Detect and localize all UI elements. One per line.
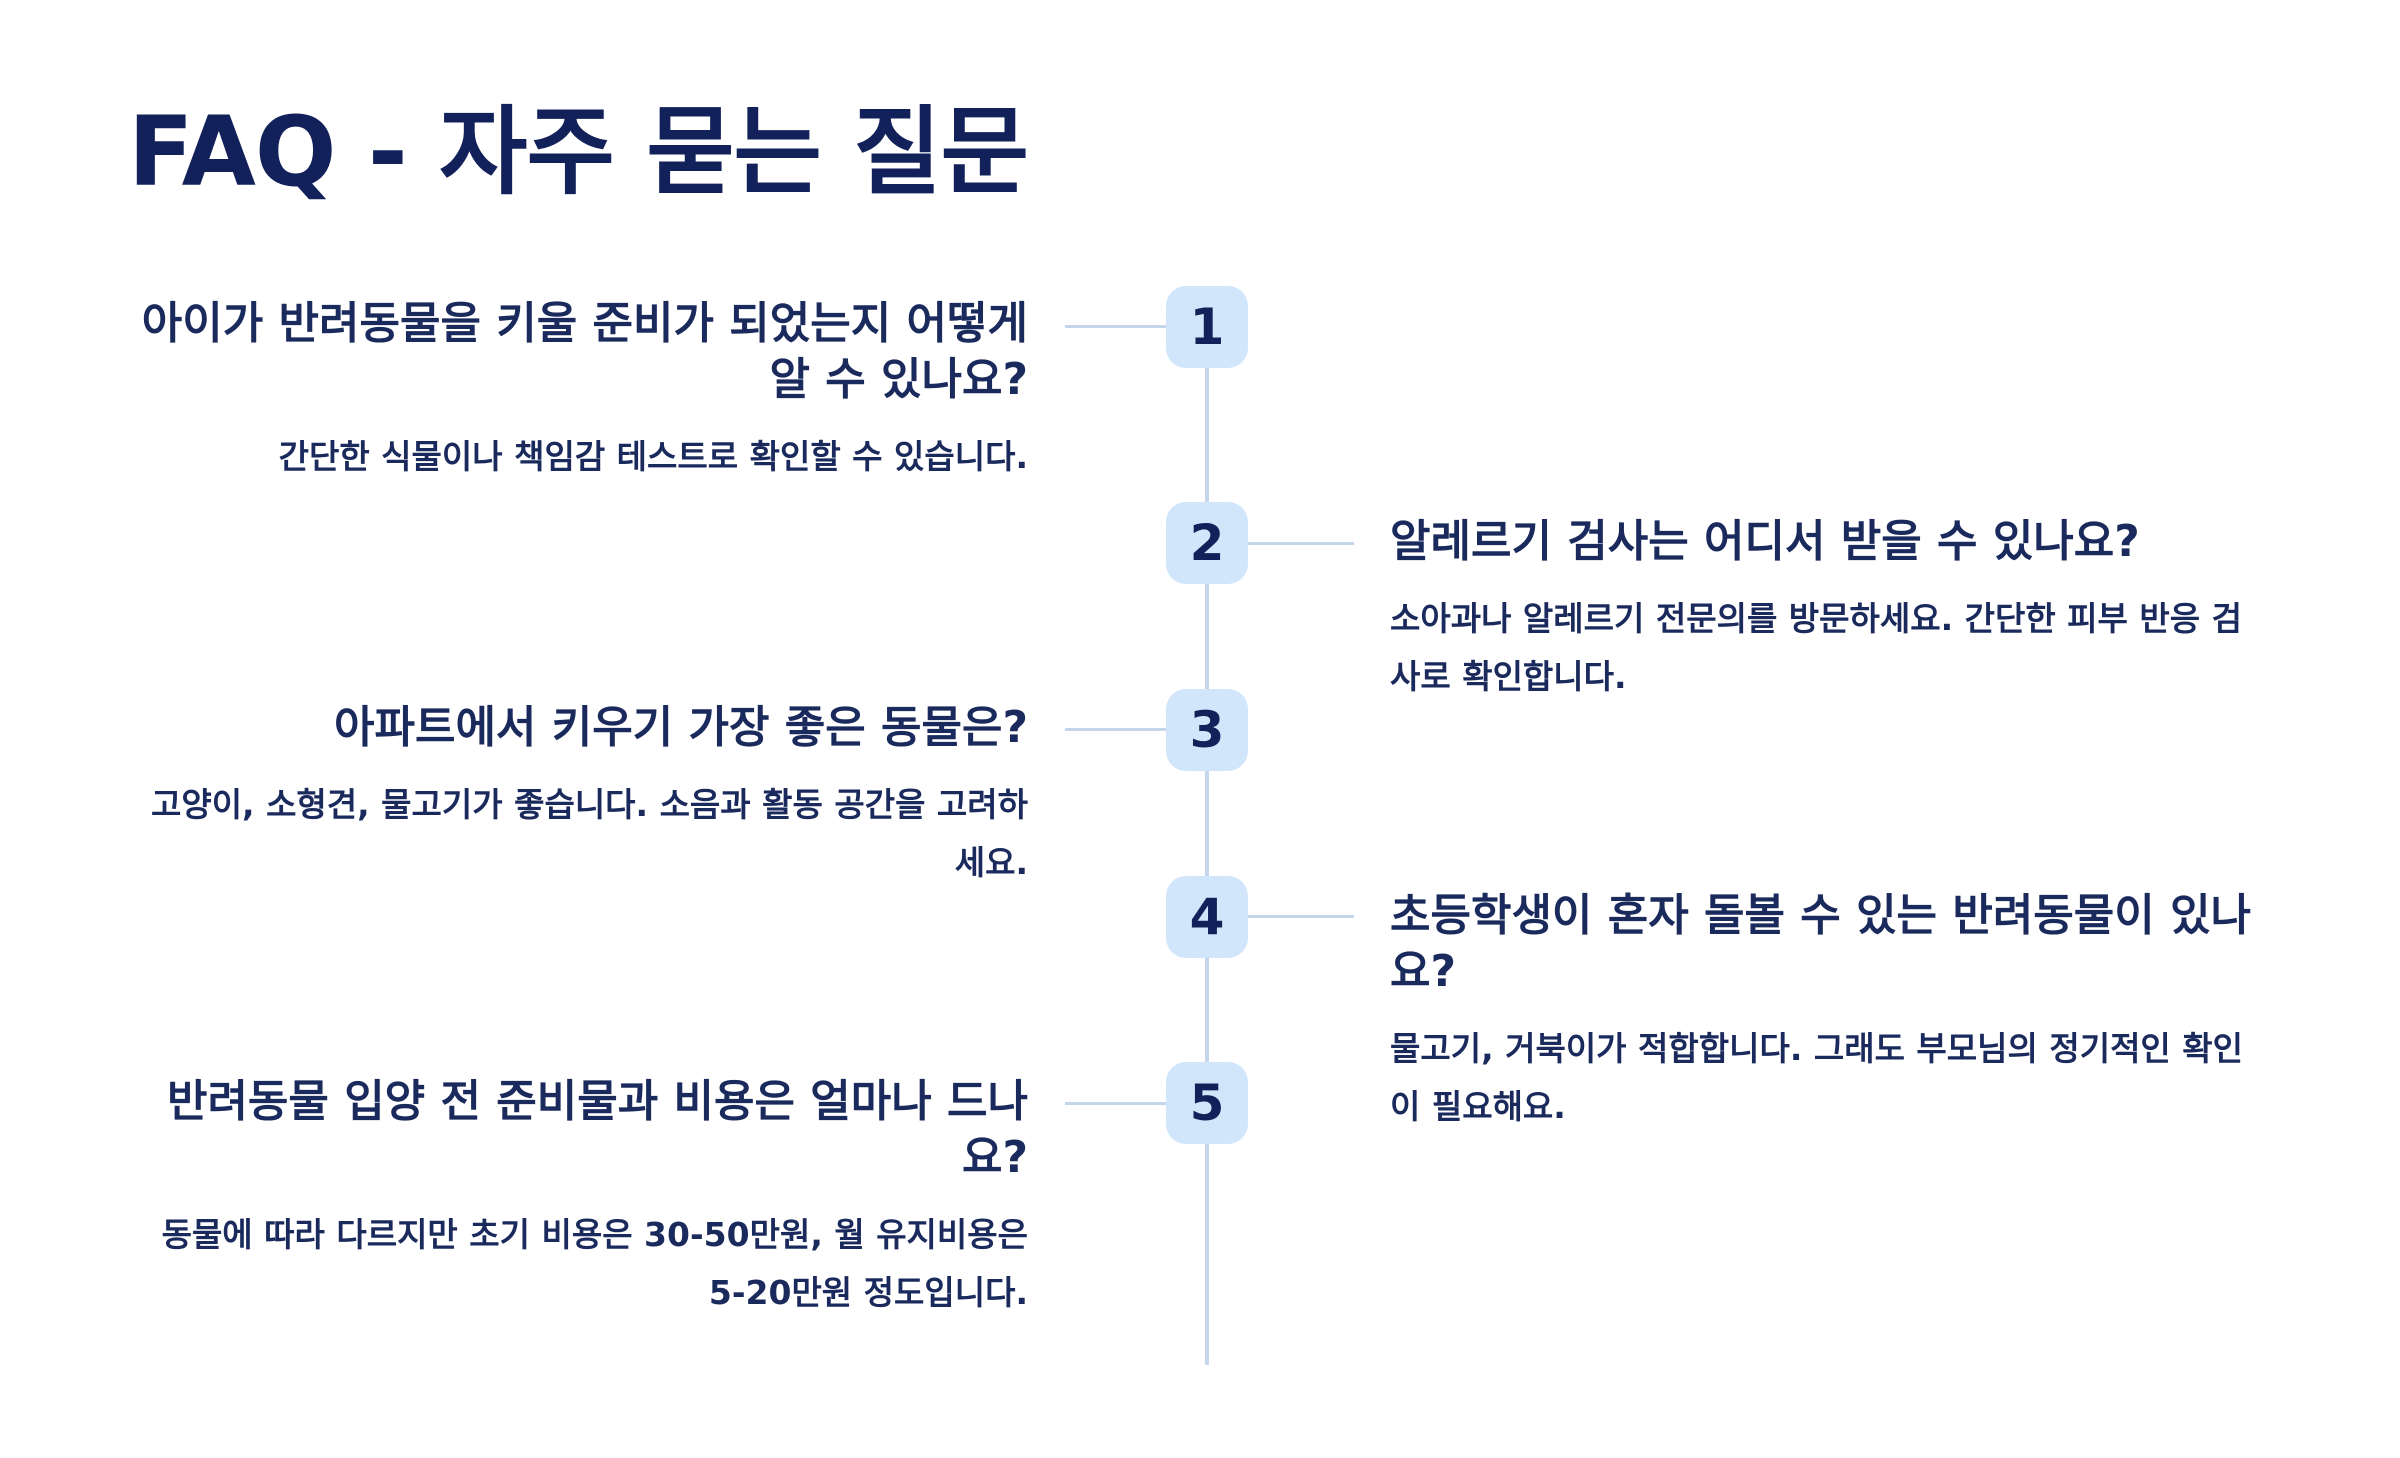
faq-item-3: 아파트에서 키우기 가장 좋은 동물은? 고양이, 소형견, 물고기가 좋습니다… (128, 700, 1028, 892)
faq-answer-5: 동물에 따라 다르지만 초기 비용은 30-50만원, 월 유지비용은 5-20… (161, 1215, 1028, 1312)
faq-question-3: 아파트에서 키우기 가장 좋은 동물은? (334, 702, 1028, 753)
timeline-connector-4 (1246, 915, 1354, 918)
timeline-connector-5 (1065, 1102, 1170, 1105)
faq-item-2: 알레르기 검사는 어디서 받을 수 있나요? 소아과나 알레르기 전문의를 방문… (1390, 514, 2270, 706)
faq-item-4: 초등학생이 혼자 돌볼 수 있는 반려동물이 있나요? 물고기, 거북이가 적합… (1390, 888, 2270, 1136)
step-badge-2: 2 (1166, 502, 1248, 584)
faq-question-1: 아이가 반려동물을 키울 준비가 되었는지 어떻게 알 수 있나요? (141, 298, 1028, 405)
faq-question-5: 반려동물 입양 전 준비물과 비용은 얼마나 드나요? (166, 1076, 1028, 1183)
step-badge-4: 4 (1166, 876, 1248, 958)
timeline-connector-1 (1065, 325, 1170, 328)
faq-answer-1: 간단한 식물이나 책임감 테스트로 확인할 수 있습니다. (278, 437, 1028, 476)
timeline-connector-3 (1065, 728, 1170, 731)
faq-answer-3: 고양이, 소형견, 물고기가 좋습니다. 소음과 활동 공간을 고려하세요. (150, 785, 1028, 882)
page-title: FAQ - 자주 묻는 질문 (128, 96, 1029, 208)
faq-item-5: 반려동물 입양 전 준비물과 비용은 얼마나 드나요? 동물에 따라 다르지만 … (128, 1074, 1028, 1322)
step-badge-5: 5 (1166, 1062, 1248, 1144)
faq-answer-2: 소아과나 알레르기 전문의를 방문하세요. 간단한 피부 반응 검사로 확인합니… (1390, 599, 2242, 696)
faq-question-2: 알레르기 검사는 어디서 받을 수 있나요? (1390, 516, 2140, 567)
timeline-line (1205, 325, 1209, 1365)
step-badge-3: 3 (1166, 689, 1248, 771)
step-badge-1: 1 (1166, 286, 1248, 368)
faq-question-4: 초등학생이 혼자 돌볼 수 있는 반려동물이 있나요? (1390, 890, 2252, 997)
timeline-connector-2 (1246, 542, 1354, 545)
faq-answer-4: 물고기, 거북이가 적합합니다. 그래도 부모님의 정기적인 확인이 필요해요. (1390, 1029, 2244, 1126)
faq-item-1: 아이가 반려동물을 키울 준비가 되었는지 어떻게 알 수 있나요? 간단한 식… (128, 296, 1028, 486)
